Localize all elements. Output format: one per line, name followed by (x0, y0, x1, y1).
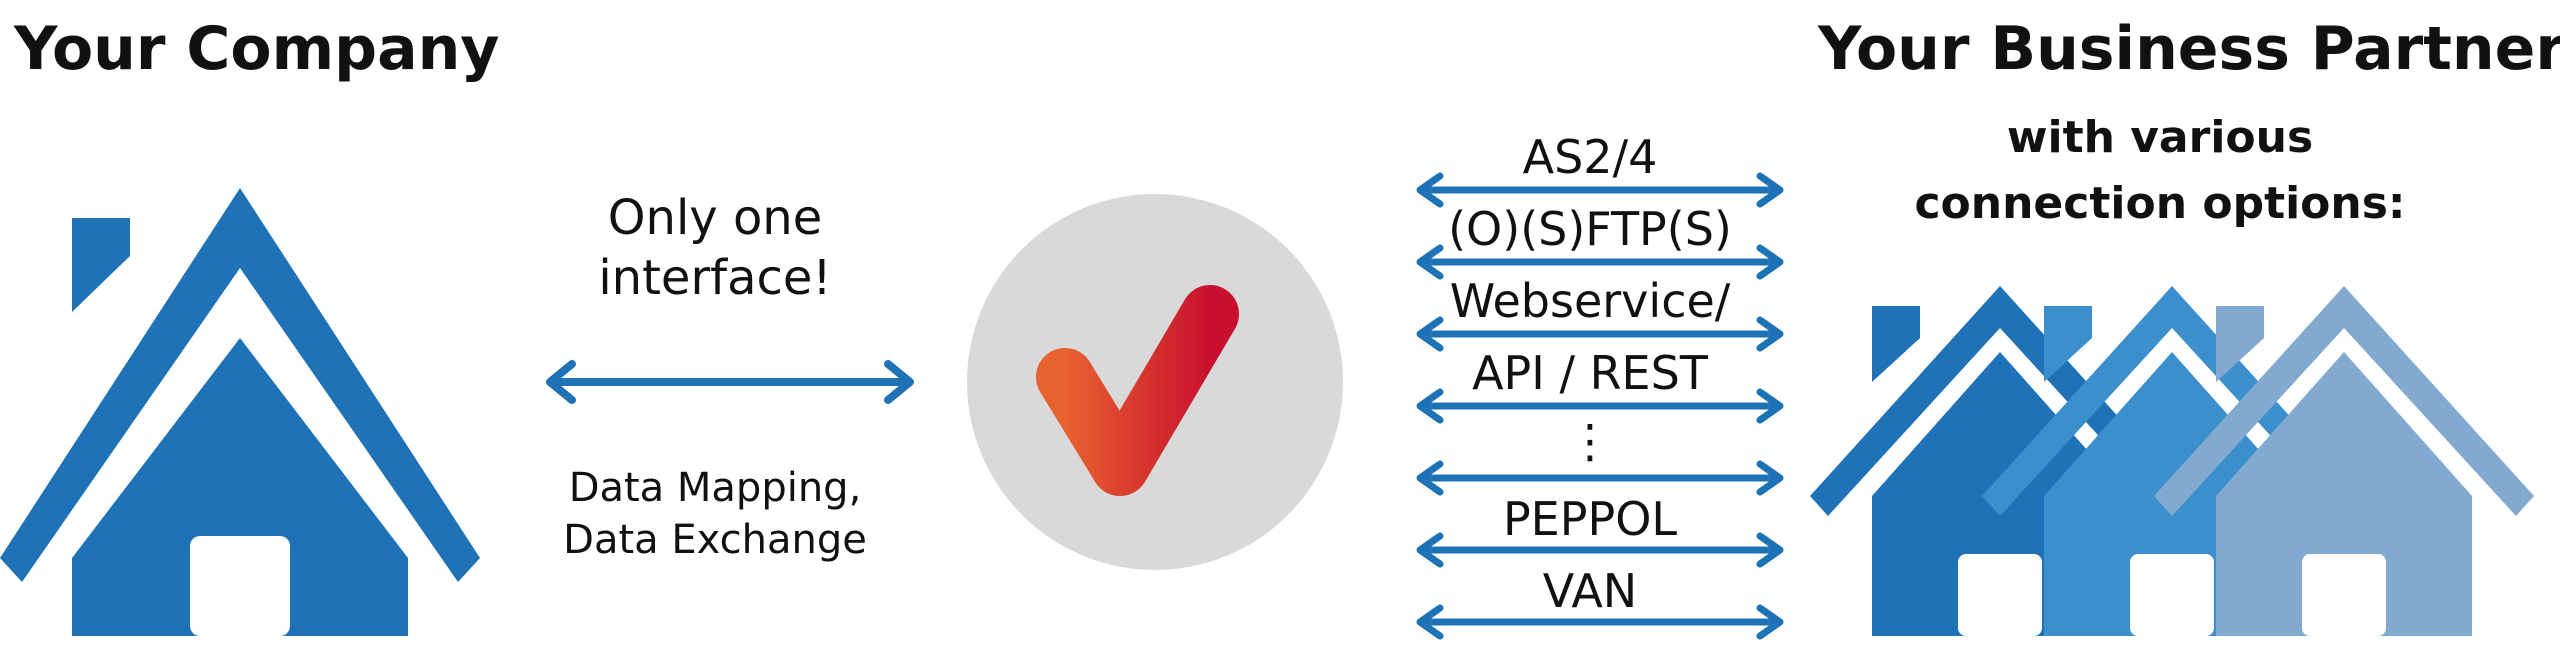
company-title: Your Company (14, 14, 500, 84)
protocol-arrow-4-icon (1416, 388, 1784, 424)
protocol-api: API / REST (1472, 346, 1708, 400)
protocol-arrow-3-icon (1416, 316, 1784, 352)
protocol-ftp: (O)(S)FTP(S) (1448, 202, 1732, 256)
protocol-arrows (1416, 172, 1784, 640)
protocol-arrow-1-icon (1416, 172, 1784, 208)
company-house-icon (0, 188, 480, 636)
interface-note: Only one interface! (598, 190, 832, 306)
partners-subtitle: with various connection options: (1900, 105, 2420, 237)
checkmark-logo-icon (967, 194, 1343, 570)
protocol-arrow-5-icon (1416, 460, 1784, 496)
protocol-arrow-7-icon (1416, 604, 1784, 640)
partners-title: Your Business Partners (1818, 14, 2560, 84)
partners-subtitle-line-2: connection options: (1914, 178, 2406, 229)
company-house-shape (0, 188, 480, 636)
interface-sub: Data Mapping, Data Exchange (520, 462, 910, 566)
partner-house-3-icon (2154, 286, 2534, 636)
protocol-more: ⋮ (1567, 414, 1613, 468)
protocol-van: VAN (1542, 564, 1638, 618)
interface-sub-line-2: Data Exchange (563, 517, 867, 563)
protocol-webservice: Webservice/ (1449, 274, 1731, 328)
protocol-arrow-6-icon (1416, 532, 1784, 568)
protocol-arrow-2-icon (1416, 244, 1784, 280)
protocol-peppol: PEPPOL (1502, 492, 1678, 546)
interface-double-arrow-icon (546, 360, 914, 404)
partners-subtitle-line-1: with various (2006, 112, 2314, 163)
partner-houses-icon (1810, 286, 2534, 636)
interface-sub-line-1: Data Mapping, (568, 465, 862, 511)
protocol-as2: AS2/4 (1522, 130, 1658, 184)
